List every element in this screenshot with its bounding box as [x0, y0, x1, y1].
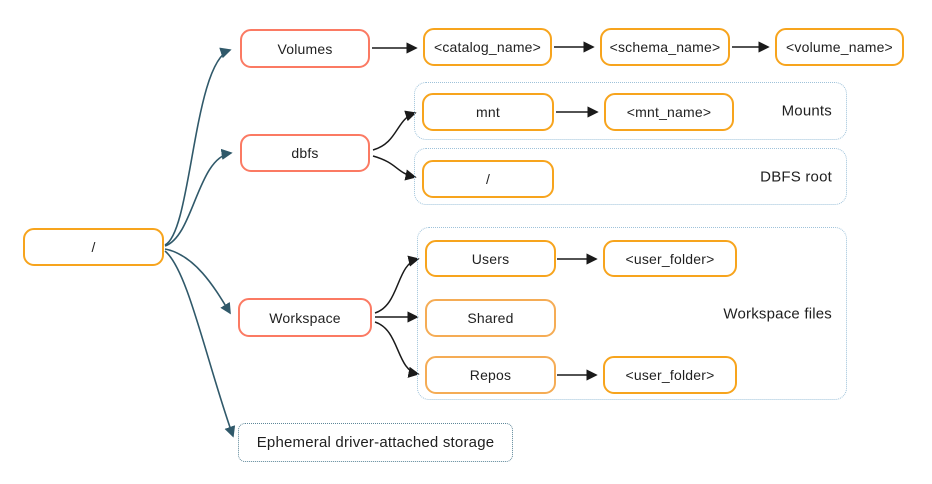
- node-catalog-name: <catalog_name>: [423, 28, 552, 66]
- arrow-dbfs-to-mnt: [372, 110, 417, 151]
- node-volume-name: <volume_name>: [775, 28, 904, 66]
- node-repos: Repos: [425, 356, 556, 394]
- node-mnt-name: <mnt_name>: [604, 93, 734, 131]
- node-user-folder-bottom: <user_folder>: [603, 356, 737, 394]
- node-workspace: Workspace: [238, 298, 372, 337]
- node-user-folder-top: <user_folder>: [603, 240, 737, 277]
- node-users: Users: [425, 240, 556, 277]
- arrow-workspace-to-users: [374, 255, 420, 314]
- node-root: /: [23, 228, 164, 266]
- arrow-workspace-to-repos: [374, 321, 420, 378]
- node-dbfs: dbfs: [240, 134, 370, 172]
- node-ephemeral-storage: Ephemeral driver-attached storage: [238, 423, 513, 462]
- node-shared: Shared: [425, 299, 556, 337]
- arrow-dbfs-to-dbfs-slash: [372, 155, 417, 181]
- dbfs-root-group-label: DBFS root: [760, 168, 832, 185]
- workspace-files-group-label: Workspace files: [723, 305, 832, 322]
- arrow-root-to-volumes: [164, 47, 232, 246]
- arrow-root-to-workspace: [164, 248, 231, 315]
- node-mnt: mnt: [422, 93, 554, 131]
- mounts-group-label: Mounts: [781, 102, 832, 120]
- node-volumes: Volumes: [240, 29, 370, 68]
- node-dbfs-slash: /: [422, 160, 554, 198]
- arrow-root-to-ephemeral: [164, 250, 236, 438]
- node-schema-name: <schema_name>: [600, 28, 730, 66]
- arrow-root-to-dbfs: [164, 148, 233, 247]
